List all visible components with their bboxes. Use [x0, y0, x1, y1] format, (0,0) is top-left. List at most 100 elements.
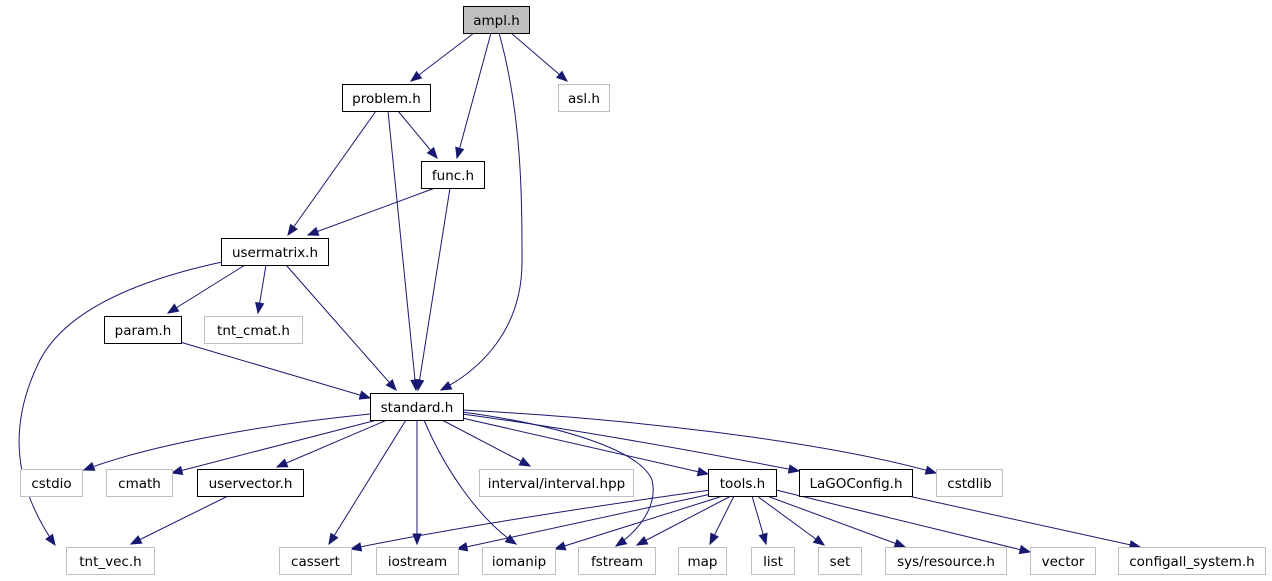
edge-arrowhead: [758, 532, 768, 546]
node-label: cstdlib: [947, 476, 991, 492]
node-label: tnt_cmat.h: [217, 323, 290, 339]
edge-standard-to-cmath: [170, 419, 378, 475]
edge-line: [441, 419, 531, 467]
edge-line: [171, 419, 378, 474]
edge-line: [461, 409, 937, 474]
edge-line: [307, 187, 436, 236]
node-label: interval/interval.hpp: [488, 476, 625, 492]
node-asl: asl.h: [558, 84, 610, 112]
node-label: cassert: [291, 554, 340, 570]
node-box: [20, 469, 83, 497]
edges-layer: [18, 32, 1142, 555]
edge-line: [350, 488, 719, 550]
edge-arrowhead: [518, 456, 532, 467]
node-box: [678, 547, 727, 575]
node-problem[interactable]: problem.h: [342, 84, 431, 112]
node-box: [376, 547, 459, 575]
node-standard[interactable]: standard.h: [370, 393, 464, 421]
edge-tools-to-vector: [775, 489, 1032, 555]
edge-tools-to-list: [751, 495, 768, 546]
edge-arrowhead: [349, 542, 363, 552]
node-label: iostream: [388, 554, 447, 570]
edge-arrowhead: [709, 532, 719, 546]
edge-line: [328, 419, 407, 545]
node-box: [421, 161, 485, 189]
node-box: [66, 547, 155, 575]
nodes-layer: ampl.h problem.h asl.h func.h usermatrix.h pa…: [20, 6, 1266, 575]
edge-arrowhead: [255, 301, 265, 315]
node-cstdio: cstdio: [20, 469, 83, 497]
edge-arrowhead: [129, 535, 143, 545]
node-label: func.h: [432, 168, 474, 184]
node-box: [751, 547, 795, 575]
edge-problem-to-usermatrix: [287, 110, 377, 237]
edge-line: [775, 489, 1031, 553]
node-box: [708, 469, 777, 497]
edge-tools-to-set: [756, 495, 826, 546]
node-box: [370, 393, 464, 421]
node-box: [578, 547, 656, 575]
edge-lagoconfig-to-configall: [907, 495, 1142, 550]
node-box: [799, 469, 913, 497]
edge-line: [130, 495, 229, 545]
node-usermatrix[interactable]: usermatrix.h: [221, 238, 329, 266]
node-iomanip: iomanip: [482, 547, 556, 575]
edge-arrowhead: [1018, 544, 1032, 555]
edge-standard-to-uservector: [275, 419, 388, 468]
edge-tools-to-resource: [766, 495, 907, 548]
node-tnt_cmat: tnt_cmat.h: [204, 316, 303, 344]
edge-line: [167, 264, 246, 314]
edge-line: [461, 413, 800, 472]
edge-line: [287, 110, 377, 236]
edge-arrowhead: [635, 535, 649, 546]
edge-line: [756, 495, 825, 546]
node-label: cmath: [118, 476, 161, 492]
edge-func-to-usermatrix: [306, 187, 436, 236]
node-uservector[interactable]: uservector.h: [197, 469, 304, 497]
node-ampl[interactable]: ampl.h: [463, 6, 530, 34]
node-param[interactable]: param.h: [104, 316, 182, 344]
edge-arrowhead: [553, 541, 567, 551]
node-label: problem.h: [352, 91, 421, 107]
node-label: tools.h: [720, 476, 765, 492]
edge-line: [179, 341, 371, 399]
node-cstdlib: cstdlib: [936, 469, 1003, 497]
node-label: configall_system.h: [1129, 554, 1255, 570]
node-map: map: [678, 547, 727, 575]
node-label: param.h: [115, 323, 172, 339]
edge-func-to-standard: [414, 187, 451, 392]
edge-arrowhead: [358, 390, 372, 400]
edge-tools-to-map: [709, 495, 735, 546]
node-box: [342, 84, 431, 112]
edge-standard-to-iostream: [412, 420, 422, 546]
node-label: map: [688, 554, 718, 570]
edge-arrowhead: [455, 542, 469, 552]
node-func[interactable]: func.h: [421, 161, 485, 189]
node-label: sys/resource.h: [897, 554, 995, 570]
edge-usermatrix-to-param: [166, 264, 246, 314]
node-interval: interval/interval.hpp: [479, 469, 634, 497]
edge-arrowhead: [426, 146, 438, 160]
node-tools[interactable]: tools.h: [708, 469, 777, 497]
edge-arrowhead: [696, 467, 710, 477]
node-resource: sys/resource.h: [885, 547, 1007, 575]
node-list: list: [751, 547, 795, 575]
edge-arrowhead: [614, 536, 628, 547]
node-label: set: [830, 554, 851, 570]
node-box: [204, 316, 303, 344]
node-box: [463, 6, 530, 34]
edge-arrowhead: [166, 303, 180, 314]
edge-line: [423, 419, 517, 545]
edge-usermatrix-to-tnt_vec: [18, 261, 223, 547]
node-lagoconfig[interactable]: LaGOConfig.h: [799, 469, 913, 497]
edge-problem-to-standard: [387, 110, 420, 392]
edge-tools-to-fstream: [635, 495, 732, 546]
node-box: [221, 238, 329, 266]
node-label: iomanip: [492, 554, 546, 570]
edge-arrowhead: [170, 465, 184, 475]
edge-tools-to-iomanip: [553, 495, 724, 551]
node-label: asl.h: [568, 91, 600, 107]
edge-arrowhead: [275, 458, 289, 468]
node-set: set: [818, 547, 862, 575]
